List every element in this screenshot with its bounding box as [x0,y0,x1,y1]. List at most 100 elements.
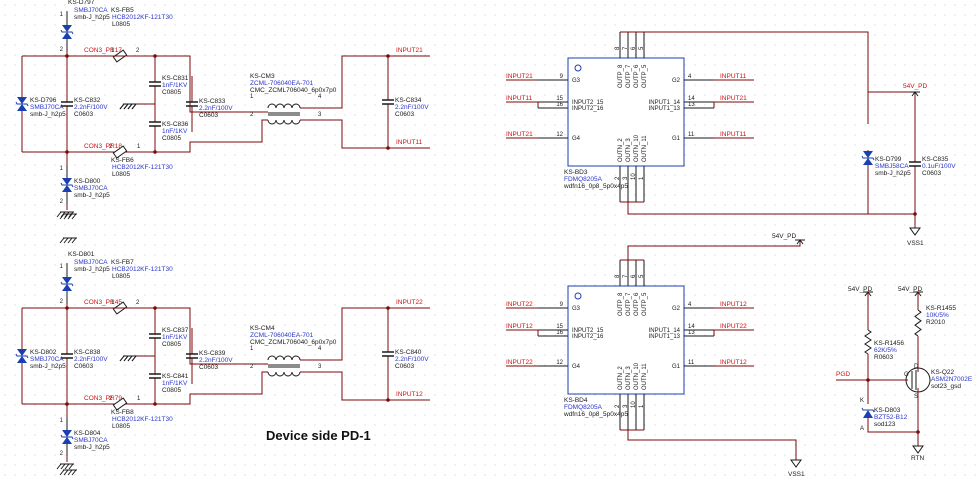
pwr-arrow [911,91,919,97]
net-label: INPUT12 [720,301,747,308]
net-label: VSS1 [907,240,924,247]
component-value: 2.2nF/100V [199,105,233,112]
junction-dot [153,54,157,58]
wire [628,31,869,92]
gnd-hatch [131,355,137,362]
ref-designator: KS-R1456 [874,340,904,347]
wire [867,418,918,433]
pin-number: 8 [615,274,621,278]
ref-designator: KS-Q22 [931,369,955,376]
capacitor [149,326,161,346]
net-label: INPUT11 [720,73,747,80]
component-value: HCB2012KF-121T30 [112,416,173,423]
pin-name: OUTP_5 [642,64,648,88]
diode-triangle [62,178,72,185]
junction-dot [386,54,390,58]
gnd-hatch [56,211,62,218]
ref-designator: KS-C835 [922,156,949,163]
pin-number: 1 [60,12,64,18]
footprint-label: C0805 [162,341,182,348]
pin-number: 5 [639,274,645,278]
footprint-label: sod123 [874,421,896,428]
footprint-label: C0603 [199,112,219,119]
footprint-label: L0805 [112,171,130,178]
bridge-ic-bd3 [538,32,714,202]
pin-number: 1 [250,346,254,352]
ferrite-bead [112,145,128,159]
coil-turn [267,371,277,377]
pin-number: 15 [556,324,563,330]
component-value: SMBJ58CA [875,163,909,170]
pin-number: 11 [688,360,695,366]
pin-number: 2 [615,404,621,408]
junction-dot [386,306,390,310]
junction-dot [153,150,157,154]
coil-turn [291,103,301,109]
junction-dot [386,398,390,402]
pin-number: 7 [623,274,629,278]
pin-name: OUTP_6 [634,64,640,88]
pin-number: 2 [250,112,254,118]
footprint-label: C0603 [922,170,942,177]
coil-turn [267,103,277,109]
coil-turn [283,119,293,125]
diode-bar [60,281,74,287]
pin-name: OUTP_7 [626,64,632,88]
pin-name: OUTN_3 [626,138,632,162]
coil-turn [283,371,293,377]
net-label: INPUT21 [506,73,533,80]
pin-number: 3 [623,176,629,180]
wire [627,430,797,460]
wire [22,55,248,113]
tvs-diode-d801 [60,264,74,304]
pin-name: D [914,364,919,370]
component-value: 62K/5% [874,347,897,354]
pin-number: 7 [623,46,629,50]
diode-triangle [62,277,72,284]
component-value: 0.1uF/100V [922,163,956,170]
gnd-hatch [127,103,133,110]
pin-number: 12 [556,360,563,366]
net-label: INPUT11 [720,131,747,138]
ref-designator: KS-R1455 [926,305,956,312]
diode-triangle [62,25,72,32]
ref-designator: KS-D799 [875,156,902,163]
ref-designator: KS-CM3 [250,73,275,80]
footprint-label: C0603 [199,364,219,371]
junction-dot [916,430,920,434]
pin-name: OUTN_11 [642,135,648,162]
capacitor [61,56,73,152]
zener-triangle [863,410,873,418]
pin-name: G1 [672,364,681,370]
pin-number: 1 [60,166,64,172]
bridge-ic-bd4 [538,260,714,430]
ref-designator: KS-D802 [30,349,57,356]
net-label: CON3_PR18 [84,143,122,150]
gnd-hatch [68,463,74,470]
ground-symbol-vss1 [909,227,921,236]
gnd-hatch [59,237,65,244]
footprint-label: sot23_gsd [931,383,961,390]
diode-triangle [17,356,27,363]
diode-bar [15,353,29,359]
net-label: 54V_PD [898,286,923,293]
footprint-label: L0805 [112,423,130,430]
gnd-hatch [67,237,73,244]
net-label: PGD [836,371,850,378]
footprint-label: smb-J_h2p5 [875,170,911,177]
tvs-diode-d799 [861,151,875,165]
net-label: INPUT12 [506,323,533,330]
ref-designator: KS-C841 [162,373,189,380]
gnd-hatch [71,237,77,244]
footprint-label: C0603 [74,363,94,370]
pin-number: 1 [137,144,141,150]
pin-name: OUTN_2 [618,138,624,162]
ref-designator: KS-D800 [74,178,101,185]
component-value: FDMQ8205A [564,176,603,183]
pin-number: 3 [318,112,322,118]
ground-symbol-rtn [912,445,924,454]
coil-turn [275,103,285,109]
ground-symbol [56,463,74,470]
coil-turn [291,371,301,377]
